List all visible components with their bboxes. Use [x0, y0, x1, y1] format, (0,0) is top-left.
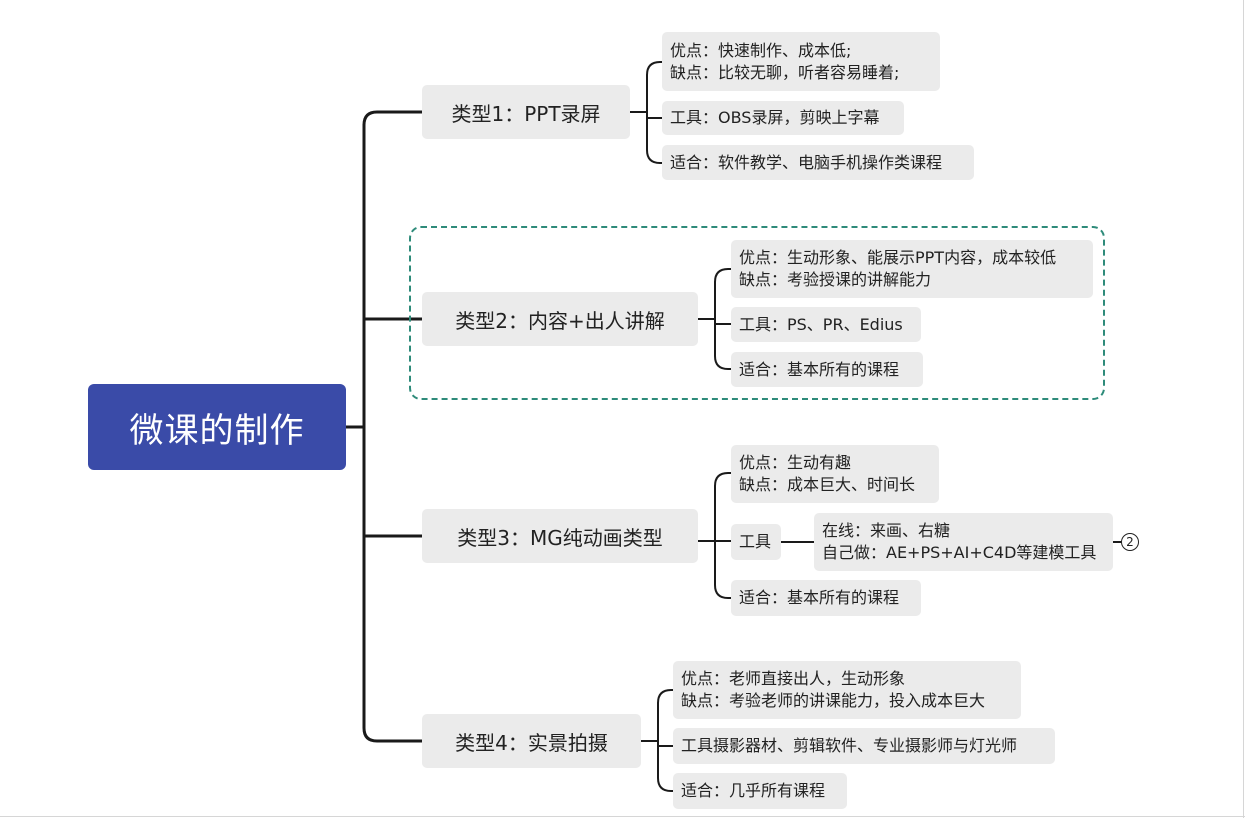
leaf-line: 优点：快速制作、成本低;: [670, 40, 852, 60]
leaf-line: 适合：软件教学、电脑手机操作类课程: [670, 152, 943, 172]
leaf-line: 自己做：AE+PS+AI+C4D等建模工具: [822, 543, 1097, 562]
leaf-line: 缺点：考验授课的讲解能力: [739, 270, 932, 289]
branch-label: 类型3：MG纯动画类型: [457, 525, 663, 550]
collapsed-count-badge[interactable]: 2: [1121, 533, 1139, 551]
leaf-node-tools[interactable]: 工具摄影器材、剪辑软件、专业摄影师与灯光师: [673, 728, 1055, 764]
frame-edge-right: [1243, 0, 1244, 818]
leaf-node-tools[interactable]: 工具: [731, 524, 781, 560]
leaf-line: 适合：几乎所有课程: [681, 781, 826, 800]
leaf-node-suitable[interactable]: 适合：几乎所有课程: [673, 773, 847, 809]
branch-label: 类型4：实景拍摄: [455, 730, 608, 755]
branch-node-2[interactable]: 类型2：内容+出人讲解: [422, 292, 698, 346]
leaf-line: 工具：PS、PR、Edius: [739, 314, 903, 334]
leaf-line: 优点：生动有趣: [739, 453, 852, 472]
leaf-node-pros-cons[interactable]: 优点：生动有趣 缺点：成本巨大、时间长: [731, 445, 939, 503]
leaf-node-tools[interactable]: 工具：OBS录屏，剪映上字幕: [662, 101, 904, 135]
leaf-line: 缺点：考验老师的讲课能力，投入成本巨大: [681, 691, 986, 710]
leaf-node-suitable[interactable]: 适合：基本所有的课程: [731, 352, 923, 387]
leaf-line: 适合：基本所有的课程: [739, 588, 900, 607]
leaf-node-tools[interactable]: 工具：PS、PR、Edius: [731, 307, 921, 342]
leaf-node-pros-cons[interactable]: 优点：快速制作、成本低; 缺点：比较无聊，听者容易睡着;: [662, 32, 940, 91]
branch-label: 类型1：PPT录屏: [451, 101, 601, 126]
leaf-line: 在线：来画、右糖: [822, 521, 951, 540]
leaf-line: 工具：OBS录屏，剪映上字幕: [670, 108, 880, 127]
subleaf-node-tools-detail[interactable]: 在线：来画、右糖 自己做：AE+PS+AI+C4D等建模工具: [814, 513, 1113, 571]
highlight-dashed-frame: [409, 226, 1105, 400]
leaf-node-pros-cons[interactable]: 优点：老师直接出人，生动形象 缺点：考验老师的讲课能力，投入成本巨大: [673, 661, 1021, 719]
leaf-line: 工具: [739, 532, 772, 551]
branch-node-1[interactable]: 类型1：PPT录屏: [422, 85, 630, 139]
leaf-line: 工具摄影器材、剪辑软件、专业摄影师与灯光师: [681, 736, 1018, 755]
root-label: 微课的制作: [129, 410, 305, 451]
badge-count: 2: [1126, 535, 1134, 549]
leaf-node-suitable[interactable]: 适合：基本所有的课程: [731, 580, 921, 616]
leaf-line: 适合：基本所有的课程: [739, 359, 900, 379]
leaf-line: 优点：老师直接出人，生动形象: [681, 669, 906, 688]
leaf-node-suitable[interactable]: 适合：软件教学、电脑手机操作类课程: [662, 145, 974, 180]
leaf-node-pros-cons[interactable]: 优点：生动形象、能展示PPT内容，成本较低 缺点：考验授课的讲解能力: [731, 240, 1093, 298]
branch-node-3[interactable]: 类型3：MG纯动画类型: [422, 509, 698, 563]
leaf-line: 优点：生动形象、能展示PPT内容，成本较低: [739, 248, 1057, 267]
leaf-line: 缺点：比较无聊，听者容易睡着;: [670, 62, 900, 82]
frame-edge-bottom: [0, 816, 1245, 817]
root-node[interactable]: 微课的制作: [88, 384, 346, 470]
branch-label: 类型2：内容+出人讲解: [455, 308, 665, 333]
leaf-line: 缺点：成本巨大、时间长: [739, 475, 916, 494]
branch-node-4[interactable]: 类型4：实景拍摄: [422, 714, 641, 768]
